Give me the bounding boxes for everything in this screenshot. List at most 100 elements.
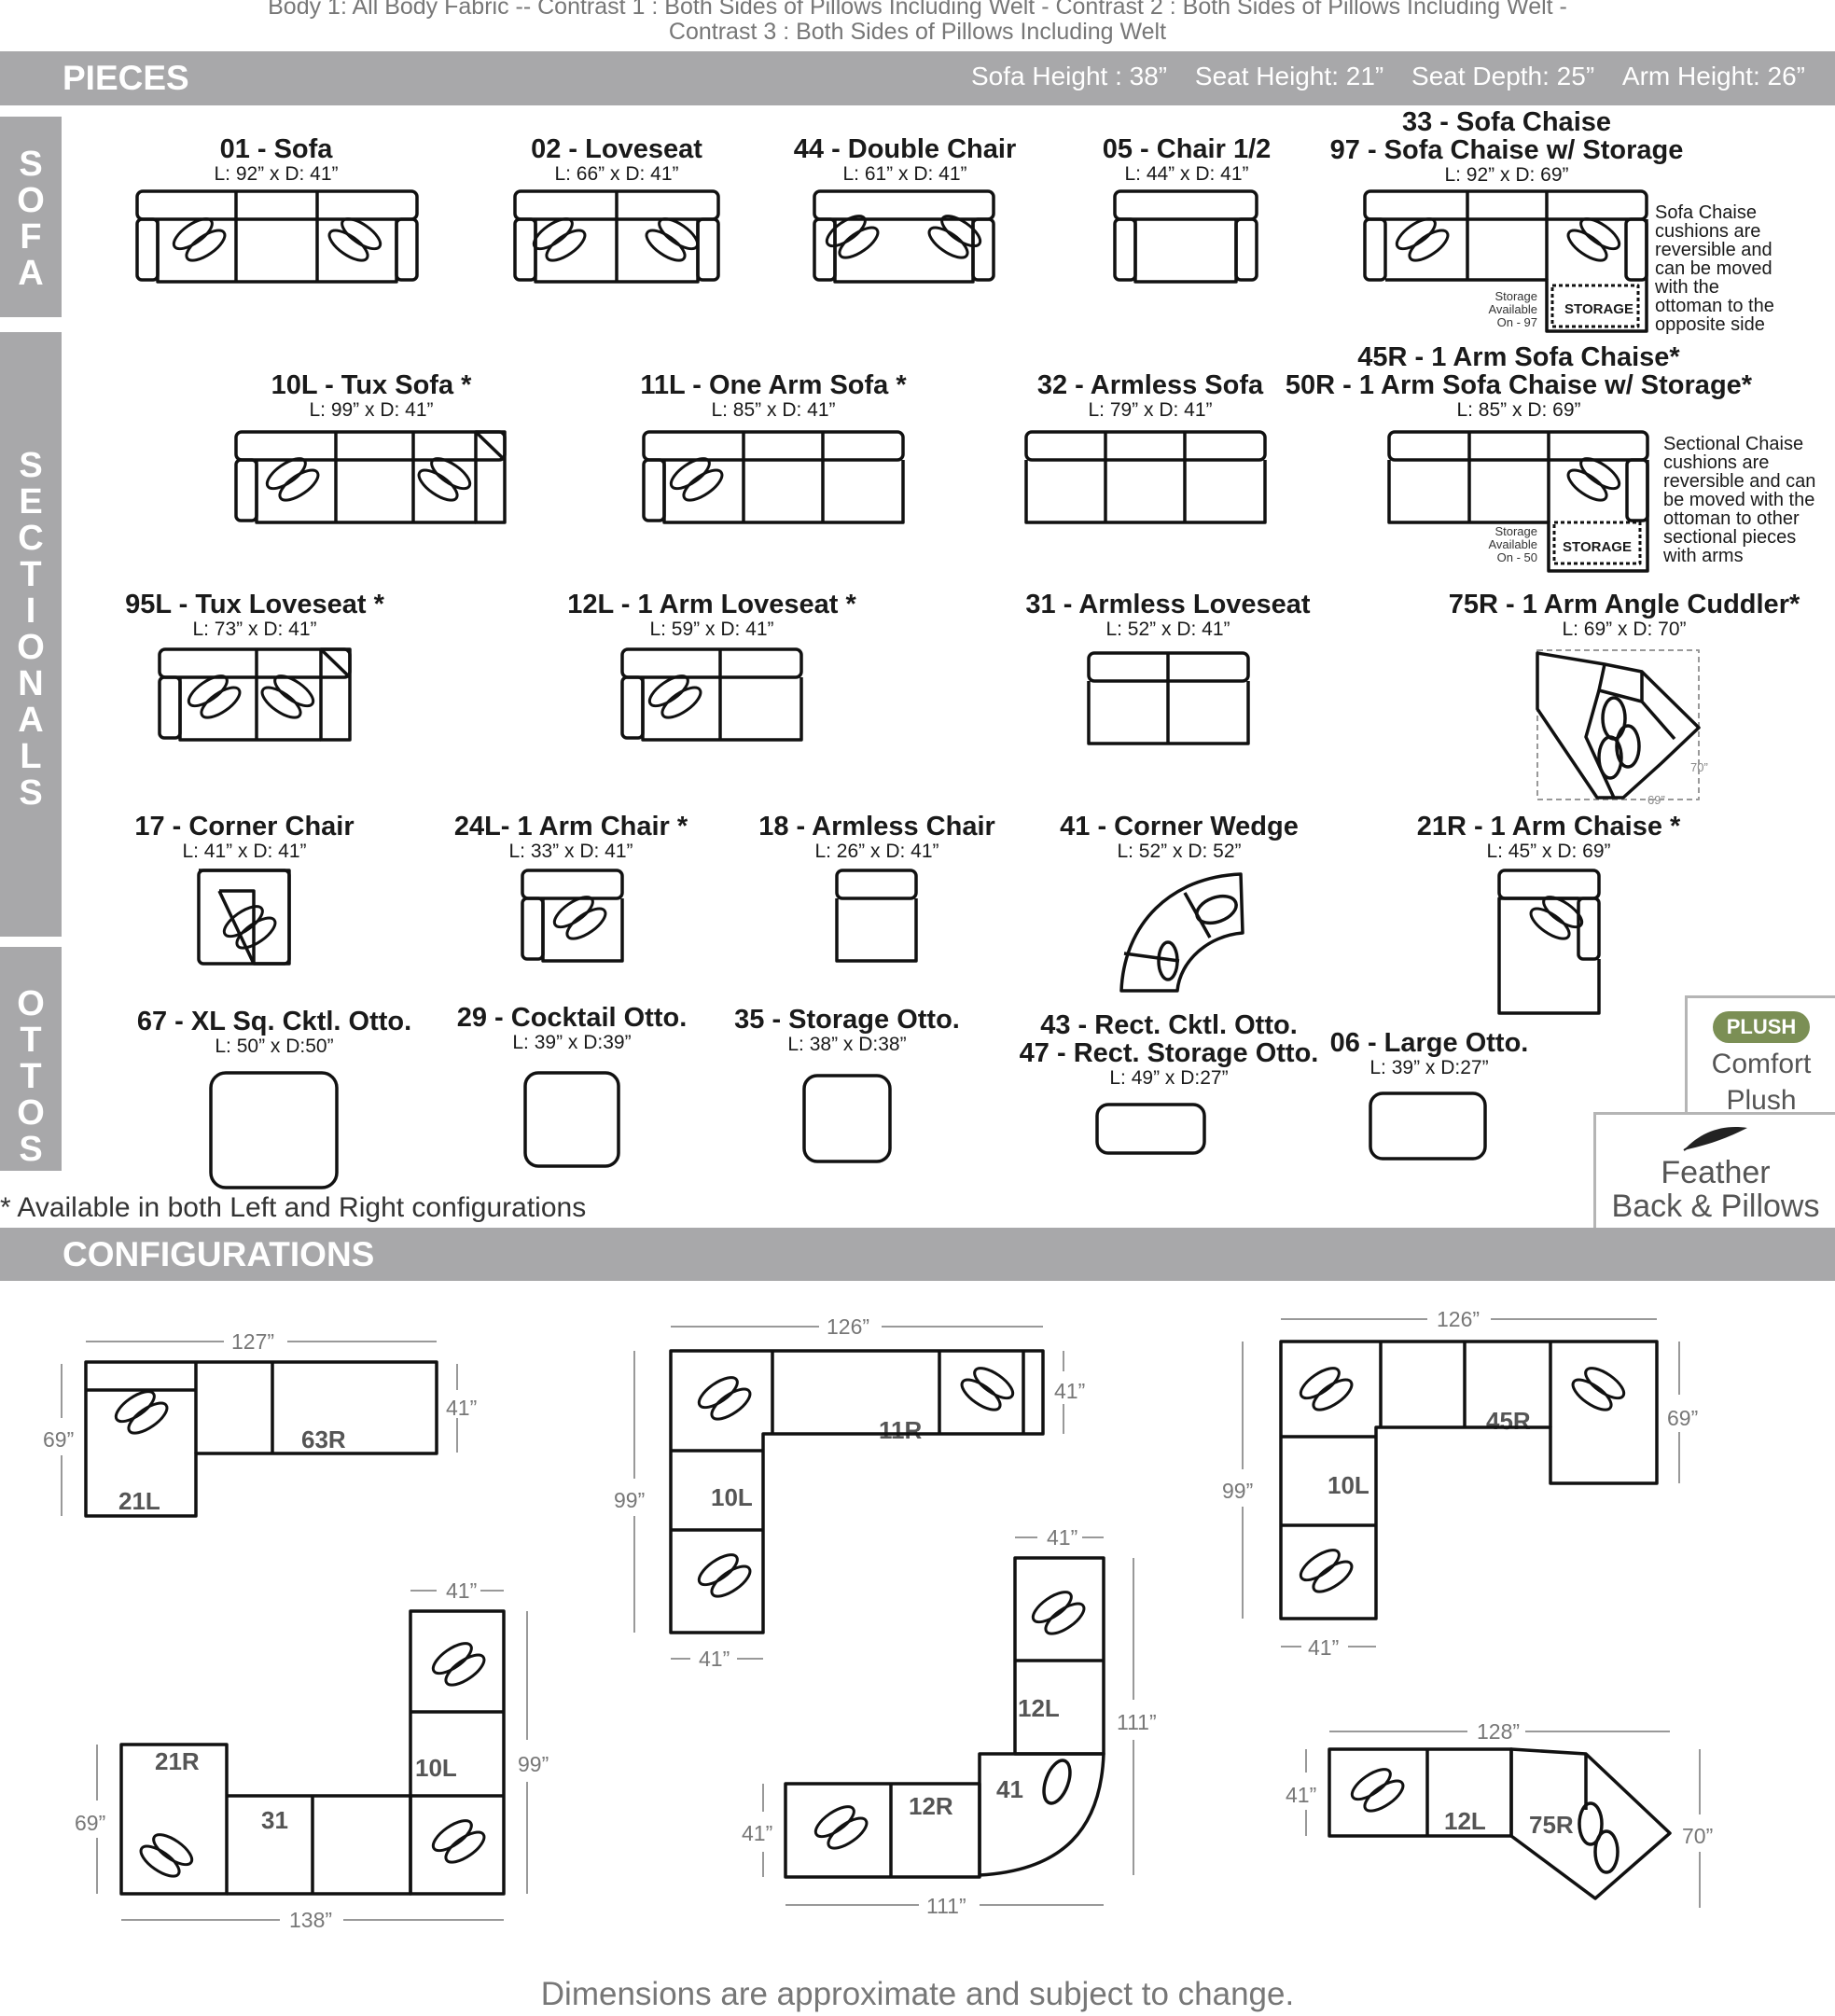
angle-cuddler-75r-drawing xyxy=(1536,649,1701,800)
piece-dims: L: 50” x D:50” xyxy=(215,1036,334,1057)
c4-top: 41” xyxy=(446,1578,478,1603)
piece-44-double-chair: 44 - Double Chair L: 61” x D: 41” xyxy=(794,135,1017,186)
piece-dims: L: 45” x D: 69” xyxy=(1486,841,1611,862)
piece-name-2: 47 - Rect. Storage Otto. xyxy=(1019,1038,1319,1068)
armless-chair-18-drawing xyxy=(835,869,918,963)
note-line: be moved with the xyxy=(1663,490,1815,510)
c3-right: 69” xyxy=(1667,1406,1699,1430)
piece-01-sofa: 01 - Sofa L: 92” x D: 41” xyxy=(214,135,338,186)
piece-dims: L: 33” x D: 41” xyxy=(508,841,633,862)
piece-10l-tux-sofa: 10L - Tux Sofa * L: 99” x D: 41” xyxy=(271,371,472,422)
c3-width: 126” xyxy=(1437,1307,1481,1331)
storage-label-97: STORAGE xyxy=(1564,301,1633,317)
cuddler-dim-70: 70” xyxy=(1690,760,1708,774)
piece-name: 44 - Double Chair xyxy=(793,134,1017,164)
double-chair-44-drawing xyxy=(813,189,995,284)
c2-left: 99” xyxy=(614,1488,646,1512)
sidebar-ottos-text: OTTOS xyxy=(17,984,45,1169)
one-arm-sofa-11l-drawing xyxy=(642,430,905,524)
spec-arm-height: Arm Height: 26” xyxy=(1621,62,1805,90)
c5-label-12r: 12R xyxy=(909,1792,953,1820)
note-line: with arms xyxy=(1663,546,1744,566)
config-2-drawing xyxy=(669,1349,1045,1634)
note-line: Storage xyxy=(1494,524,1537,538)
c3-left: 99” xyxy=(1222,1479,1254,1503)
piece-dims: L: 52” x D: 52” xyxy=(1117,841,1242,862)
note-line: Sectional Chaise xyxy=(1663,434,1804,454)
feather-icon xyxy=(1683,1127,1747,1151)
specs-row: Sofa Height : 38” Seat Height: 21” Seat … xyxy=(951,62,1805,91)
feather-text-2: Back & Pillows xyxy=(1611,1189,1820,1224)
piece-dims: L: 52” x D: 41” xyxy=(1105,619,1230,640)
c6-label-12l: 12L xyxy=(1444,1807,1486,1835)
storage-97-note: Storage Available On - 97 xyxy=(1474,290,1537,329)
piece-21r-arm-chaise: 21R - 1 Arm Chaise * L: 45” x D: 69” xyxy=(1417,813,1681,863)
piece-name: 33 - Sofa Chaise xyxy=(1401,107,1612,137)
piece-name: 10L - Tux Sofa * xyxy=(271,370,472,400)
note-line: Available xyxy=(1488,302,1537,316)
c4-right: 99” xyxy=(518,1752,549,1776)
feather-text-1: Feather xyxy=(1661,1155,1771,1190)
plush-text-2: Plush xyxy=(1726,1085,1797,1116)
feather-back-badge: Feather Back & Pillows xyxy=(1593,1112,1835,1231)
configurations-header: CONFIGURATIONS xyxy=(0,1228,1835,1281)
piece-02-loveseat: 02 - Loveseat L: 66” x D: 41” xyxy=(531,135,702,186)
footnote: * Available in both Left and Right confi… xyxy=(0,1192,587,1223)
otto-67-drawing xyxy=(209,1071,339,1189)
spec-seat-depth: Seat Depth: 25” xyxy=(1411,62,1595,90)
corner-wedge-41-drawing xyxy=(1119,872,1244,993)
piece-name: 02 - Loveseat xyxy=(531,134,702,164)
piece-name: 35 - Storage Otto. xyxy=(734,1005,960,1035)
tux-sofa-10l-drawing xyxy=(234,430,507,524)
c6-width: 128” xyxy=(1477,1719,1521,1744)
sidebar-sectionals-text: SECTIONALS xyxy=(17,446,45,813)
c6-left: 41” xyxy=(1286,1783,1317,1807)
sofa-chaise-33-drawing xyxy=(1363,189,1648,333)
note-line: Available xyxy=(1488,537,1537,551)
c5-label-41: 41 xyxy=(996,1775,1023,1803)
loveseat-02-drawing xyxy=(513,189,720,284)
piece-name: 11L - One Arm Sofa * xyxy=(640,370,907,400)
piece-dims: L: 59” x D: 41” xyxy=(649,619,774,640)
piece-dims: L: 49” x D:27” xyxy=(1109,1067,1229,1089)
otto-06-drawing xyxy=(1369,1091,1487,1161)
spec-seat-height: Seat Height: 21” xyxy=(1194,62,1384,90)
piece-name-2: 97 - Sofa Chaise w/ Storage xyxy=(1329,135,1684,165)
note-line: reversible and xyxy=(1655,240,1772,260)
piece-dims: L: 85” x D: 69” xyxy=(1456,399,1581,421)
c5-bottom: 111” xyxy=(926,1894,966,1918)
piece-dims: L: 61” x D: 41” xyxy=(842,163,967,185)
pieces-title: PIECES xyxy=(63,59,189,97)
c1-width: 127” xyxy=(231,1329,275,1354)
sidebar-sofa: SOFA xyxy=(0,117,62,317)
piece-name: 31 - Armless Loveseat xyxy=(1025,590,1311,619)
piece-dims: L: 73” x D: 41” xyxy=(192,619,317,640)
c4-label-10l: 10L xyxy=(415,1754,457,1782)
piece-dims: L: 39” x D:27” xyxy=(1369,1057,1489,1078)
piece-32-armless-sofa: 32 - Armless Sofa L: 79” x D: 41” xyxy=(1037,371,1263,422)
config-5-drawing xyxy=(784,1556,1105,1879)
armless-loveseat-31-drawing xyxy=(1087,651,1250,745)
piece-17-corner-chair: 17 - Corner Chair L: 41” x D: 41” xyxy=(134,813,354,863)
fabric-note: Body 1: All Body Fabric -- Contrast 1 : … xyxy=(0,0,1835,45)
piece-name: 43 - Rect. Cktl. Otto. xyxy=(1040,1010,1298,1040)
piece-name: 18 - Armless Chair xyxy=(758,812,995,841)
c1-label-21l: 21L xyxy=(118,1487,160,1515)
piece-05-chair: 05 - Chair 1/2 L: 44” x D: 41” xyxy=(1103,135,1272,186)
c5-right: 111” xyxy=(1117,1710,1157,1734)
piece-name: 21R - 1 Arm Chaise * xyxy=(1416,812,1681,841)
c2-label-11r: 11R xyxy=(879,1416,923,1444)
piece-name-2: 50R - 1 Arm Sofa Chaise w/ Storage* xyxy=(1285,370,1753,400)
otto-35-drawing xyxy=(802,1074,892,1163)
c2-width: 126” xyxy=(827,1314,870,1339)
sidebar-ottos-label: OTTOS xyxy=(0,986,62,1168)
sidebar-sectionals-label: SECTIONALS xyxy=(0,448,62,812)
c2-bottom: 41” xyxy=(699,1647,730,1671)
c3-label-10l: 10L xyxy=(1328,1471,1369,1499)
piece-dims: L: 38” x D:38” xyxy=(787,1034,907,1055)
storage-50-note: Storage Available On - 50 xyxy=(1474,525,1537,564)
piece-dims: L: 39” x D:39” xyxy=(512,1032,632,1053)
piece-75r-angle-cuddler: 75R - 1 Arm Angle Cuddler* L: 69” x D: 7… xyxy=(1449,591,1800,641)
arm-loveseat-12l-drawing xyxy=(620,647,803,742)
piece-name: 75R - 1 Arm Angle Cuddler* xyxy=(1448,590,1800,619)
